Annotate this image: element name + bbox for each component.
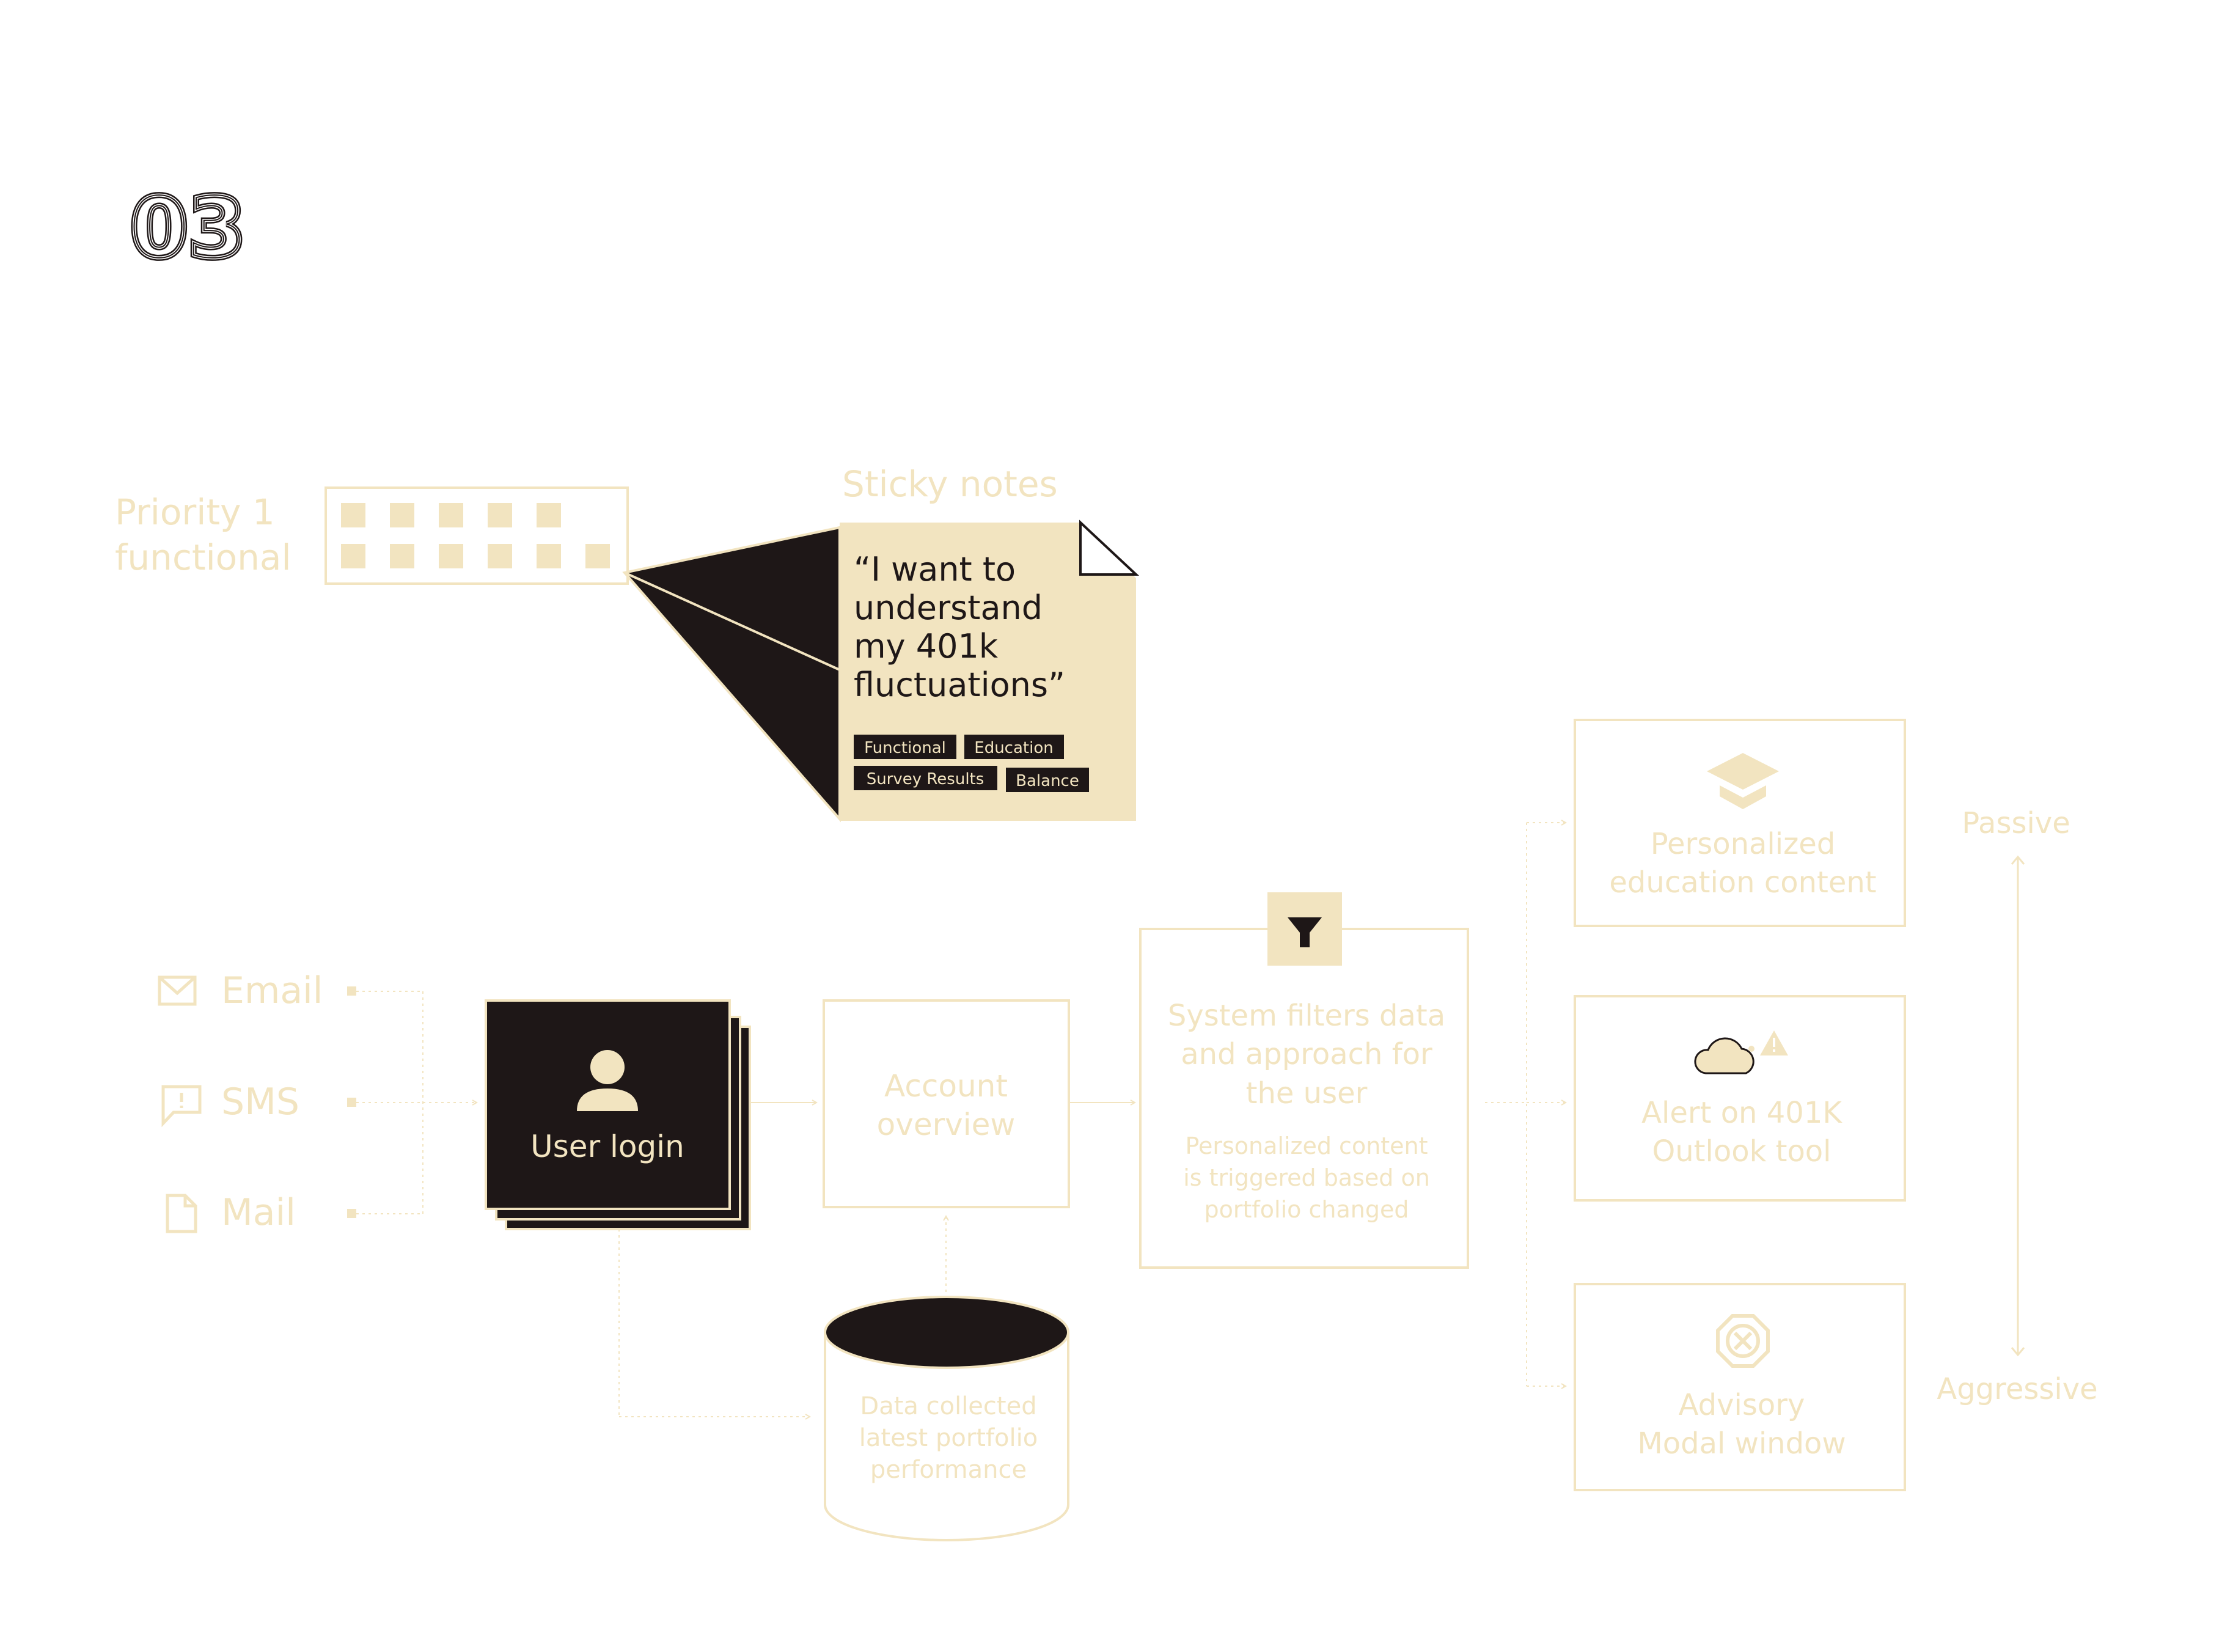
account-overview-label: overview — [877, 1107, 1016, 1142]
svg-text:Balance: Balance — [1016, 772, 1079, 790]
filter-title: the user — [1246, 1076, 1368, 1111]
account-overview-label: Account — [884, 1068, 1008, 1104]
database-label: performance — [870, 1456, 1027, 1484]
channel-dot — [347, 986, 356, 996]
filter-title: and approach for — [1181, 1037, 1432, 1071]
filter-subtext: is triggered based on — [1183, 1164, 1430, 1191]
tag-balance: Balance — [1006, 768, 1089, 792]
channel-connectors — [356, 991, 477, 1214]
output-label: Modal window — [1637, 1426, 1846, 1461]
output-box-education — [1574, 719, 1906, 927]
user-login-label: User login — [530, 1129, 684, 1164]
output-label: Outlook tool — [1652, 1134, 1831, 1169]
scale-label-passive: Passive — [1962, 806, 2070, 840]
sticky-quote-line: “I want to — [854, 550, 1016, 589]
priority-label-line1: Priority 1 — [115, 491, 275, 533]
channel-label-sms: SMS — [221, 1081, 299, 1123]
output-connectors — [1485, 823, 1566, 1386]
account-overview-box — [823, 999, 1070, 1208]
channel-dot — [347, 1098, 356, 1107]
database-label: latest portfolio — [859, 1424, 1038, 1452]
document-icon — [166, 1194, 197, 1233]
filter-subtext: portfolio changed — [1204, 1196, 1409, 1223]
output-box-advisory — [1574, 1283, 1906, 1491]
tag-functional: Functional — [854, 735, 956, 759]
x-circle-icon — [1716, 1314, 1770, 1368]
output-label: Advisory — [1679, 1388, 1805, 1422]
tag-education: Education — [964, 735, 1064, 759]
svg-text:03: 03 — [130, 180, 246, 277]
cloud-alert-icon — [1694, 1030, 1788, 1074]
page-number: 03 03 03 — [127, 177, 249, 280]
scale-arrow — [2011, 855, 2025, 1357]
sms-icon — [161, 1085, 202, 1128]
user-icon — [577, 1050, 638, 1111]
graduation-cap-icon — [1707, 753, 1779, 809]
mail-icon — [158, 975, 197, 1006]
scale-label-aggressive: Aggressive — [1937, 1372, 2097, 1406]
filter-box — [1139, 928, 1469, 1269]
database-cylinder — [824, 1296, 1069, 1541]
channel-label-email: Email — [221, 969, 323, 1012]
priority-label-line2: functional — [115, 537, 292, 578]
filter-title: System filters data — [1168, 999, 1445, 1033]
zoom-wedge — [622, 526, 841, 823]
sticky-quote-line: my 401k — [854, 627, 999, 666]
svg-text:Functional: Functional — [864, 739, 946, 757]
filter-subtext: Personalized content — [1185, 1133, 1428, 1159]
sticky-quote-line: understand — [854, 589, 1043, 627]
svg-text:03: 03 — [130, 180, 246, 277]
output-label: education content — [1609, 865, 1876, 900]
svg-text:Education: Education — [974, 739, 1053, 757]
svg-text:03: 03 — [130, 180, 246, 277]
channel-label-mail: Mail — [221, 1191, 296, 1234]
database-label: Data collected — [860, 1392, 1036, 1420]
output-label: Alert on 401K — [1641, 1096, 1843, 1130]
user-login-card — [485, 999, 751, 1230]
filter-icon — [1267, 892, 1342, 966]
output-label: Personalized — [1651, 827, 1836, 861]
sticky-notes-title: Sticky notes — [842, 463, 1058, 505]
output-box-alert — [1574, 995, 1906, 1202]
sticky-quote-line: fluctuations” — [854, 666, 1065, 704]
channel-dot — [347, 1209, 356, 1218]
login-to-database-connector — [618, 1229, 810, 1417]
priority-grid — [324, 486, 629, 585]
svg-text:Survey Results: Survey Results — [867, 770, 985, 788]
tag-survey-results: Survey Results — [854, 766, 997, 790]
